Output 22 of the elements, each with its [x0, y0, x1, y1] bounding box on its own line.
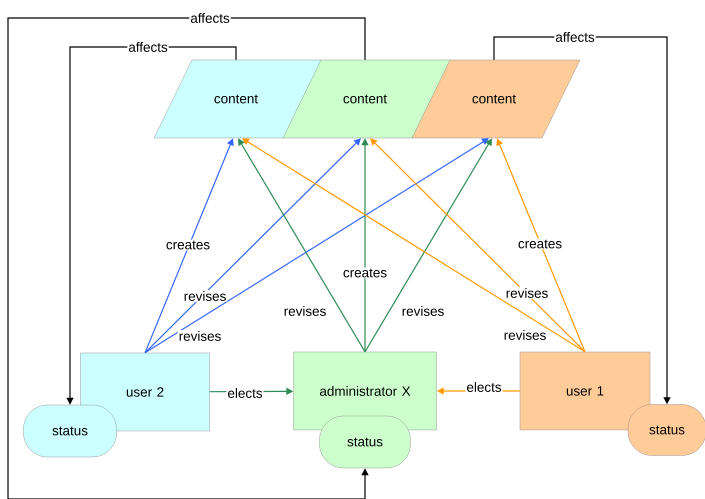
parallelogram: content: [282, 60, 452, 138]
edge-label: creates: [516, 238, 564, 250]
edge-label: affects: [189, 12, 231, 24]
edge-label: creates: [342, 268, 388, 278]
status-pill: status: [628, 404, 705, 456]
edge-label: affects: [127, 41, 169, 53]
process-box: administrator X: [293, 352, 437, 430]
edge-label: revises: [178, 330, 222, 342]
status-pill: status: [23, 404, 117, 458]
status-pill: status: [319, 416, 411, 468]
edge-label: creates: [164, 240, 212, 250]
parallelogram: content: [154, 60, 322, 138]
parallelogram: content: [412, 60, 580, 138]
edge-label: affects: [554, 31, 596, 43]
edge-label: elects: [226, 387, 264, 399]
edge-label: revises: [182, 290, 228, 302]
process-box: user 1: [520, 352, 650, 430]
edge-label: elects: [465, 381, 503, 393]
edge-label: revises: [400, 305, 446, 317]
edge-label: revises: [502, 329, 548, 341]
edge-label: revises: [282, 305, 328, 317]
edge-label: revises: [504, 287, 550, 299]
